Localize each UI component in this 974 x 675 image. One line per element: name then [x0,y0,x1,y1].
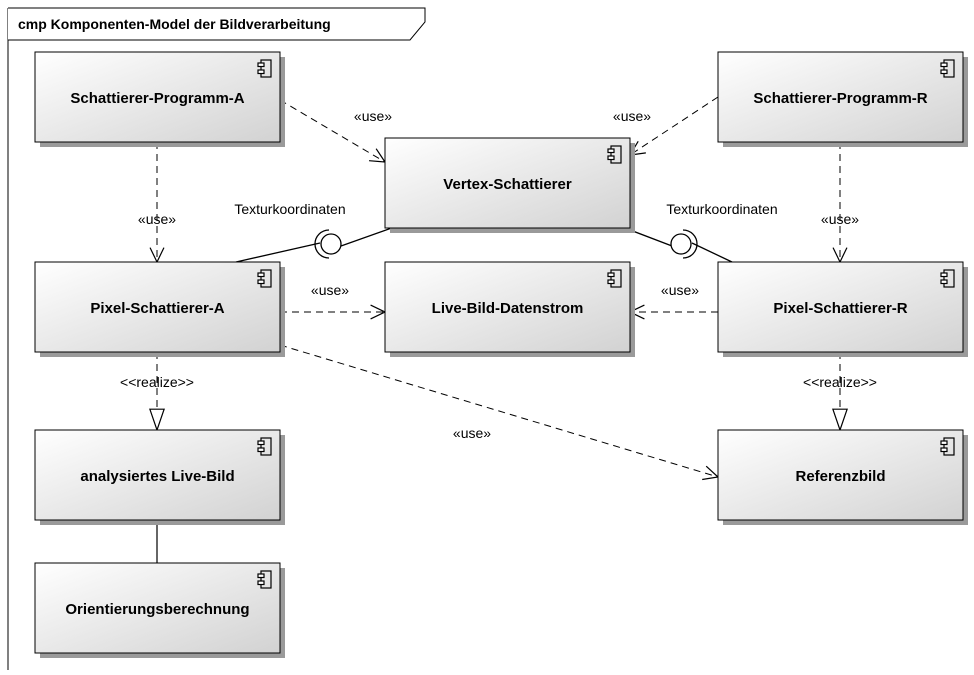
component-box [34,429,281,521]
component-psr[interactable]: Pixel-Schattierer-R [717,261,968,357]
component-box [717,261,964,353]
connector-label: «use» [311,282,349,298]
component-name: Live-Bild-Datenstrom [432,300,584,317]
component-lbd[interactable]: Live-Bild-Datenstrom [384,261,635,357]
component-box [717,429,964,521]
component-name: Orientierungsberechnung [65,601,249,618]
component-icon [257,437,272,456]
component-icon [940,437,955,456]
interface-layer: Texturkoordinaten Texturkoordinaten [234,201,778,263]
component-spa[interactable]: Schattierer-Programm-A [34,51,285,147]
connector-realize-psr-ref[interactable] [832,352,848,432]
component-ref[interactable]: Referenzbild [717,429,968,525]
frame-title: cmp Komponenten-Model der Bildverarbeitu… [18,16,331,32]
connector-label: «use» [354,108,392,124]
realize-arrowhead [149,408,165,432]
required-interface-line [691,242,733,263]
component-icon [607,269,622,288]
connector-label: «use» [138,211,176,227]
interface-label: Texturkoordinaten [234,201,345,217]
component-layer: Schattierer-Programm-A Schattierer-Progra… [34,51,968,658]
component-box [34,261,281,353]
component-name: Pixel-Schattierer-R [773,300,907,317]
connector-use-psr-lbd[interactable] [628,304,718,320]
component-box [717,51,964,143]
realize-arrowhead [832,408,848,432]
connector-use-psa-lbd[interactable] [280,304,387,320]
component-box [34,562,281,654]
connector-label-layer: «use» «use» «use» «use» «use» «use» «use» <<rea… [120,108,877,441]
component-name: Referenzbild [795,468,885,485]
component-name: Schattierer-Programm-R [753,90,927,107]
connector-use-spa-psa[interactable] [149,142,165,264]
component-alb[interactable]: analysiertes Live-Bild [34,429,285,525]
component-name: analysiertes Live-Bild [80,468,234,485]
connector-label: <<realize>> [120,374,194,390]
connector-use-spr-psr[interactable] [832,142,848,264]
interface-i2[interactable]: Texturkoordinaten [616,201,778,263]
component-box [384,137,631,229]
connector-label: <<realize>> [803,374,877,390]
connector-use-spr-vs[interactable] [628,96,719,156]
frame-tab [8,7,426,41]
component-psa[interactable]: Pixel-Schattierer-A [34,261,285,357]
component-name: Vertex-Schattierer [443,176,572,193]
interface-label: Texturkoordinaten [666,201,777,217]
interface-i1[interactable]: Texturkoordinaten [234,201,401,263]
diagram-frame: cmp Komponenten-Model der Bildverarbeitu… [7,7,426,670]
component-icon [607,145,622,164]
connector-realize-psa-alb[interactable] [149,352,165,432]
arrowhead [702,465,720,481]
arrowhead [369,148,387,163]
required-interface-socket [682,229,698,259]
component-icon [257,59,272,78]
connector-label: «use» [661,282,699,298]
component-name: Schattierer-Programm-A [70,90,244,107]
required-interface-line [235,242,321,263]
connector-label: «use» [453,425,491,441]
connector-label: «use» [613,108,651,124]
component-icon [940,59,955,78]
connector-use-psa-ref[interactable] [279,344,720,481]
component-spr[interactable]: Schattierer-Programm-R [717,51,968,147]
provided-interface-ball [320,233,342,255]
component-vs[interactable]: Vertex-Schattierer [384,137,635,233]
component-ori[interactable]: Orientierungsberechnung [34,562,285,658]
component-icon [257,570,272,589]
component-box [384,261,631,353]
component-name: Pixel-Schattierer-A [90,300,224,317]
connector-label: «use» [821,211,859,227]
component-box [34,51,281,143]
provided-interface-ball [670,233,692,255]
component-icon [940,269,955,288]
component-icon [257,269,272,288]
